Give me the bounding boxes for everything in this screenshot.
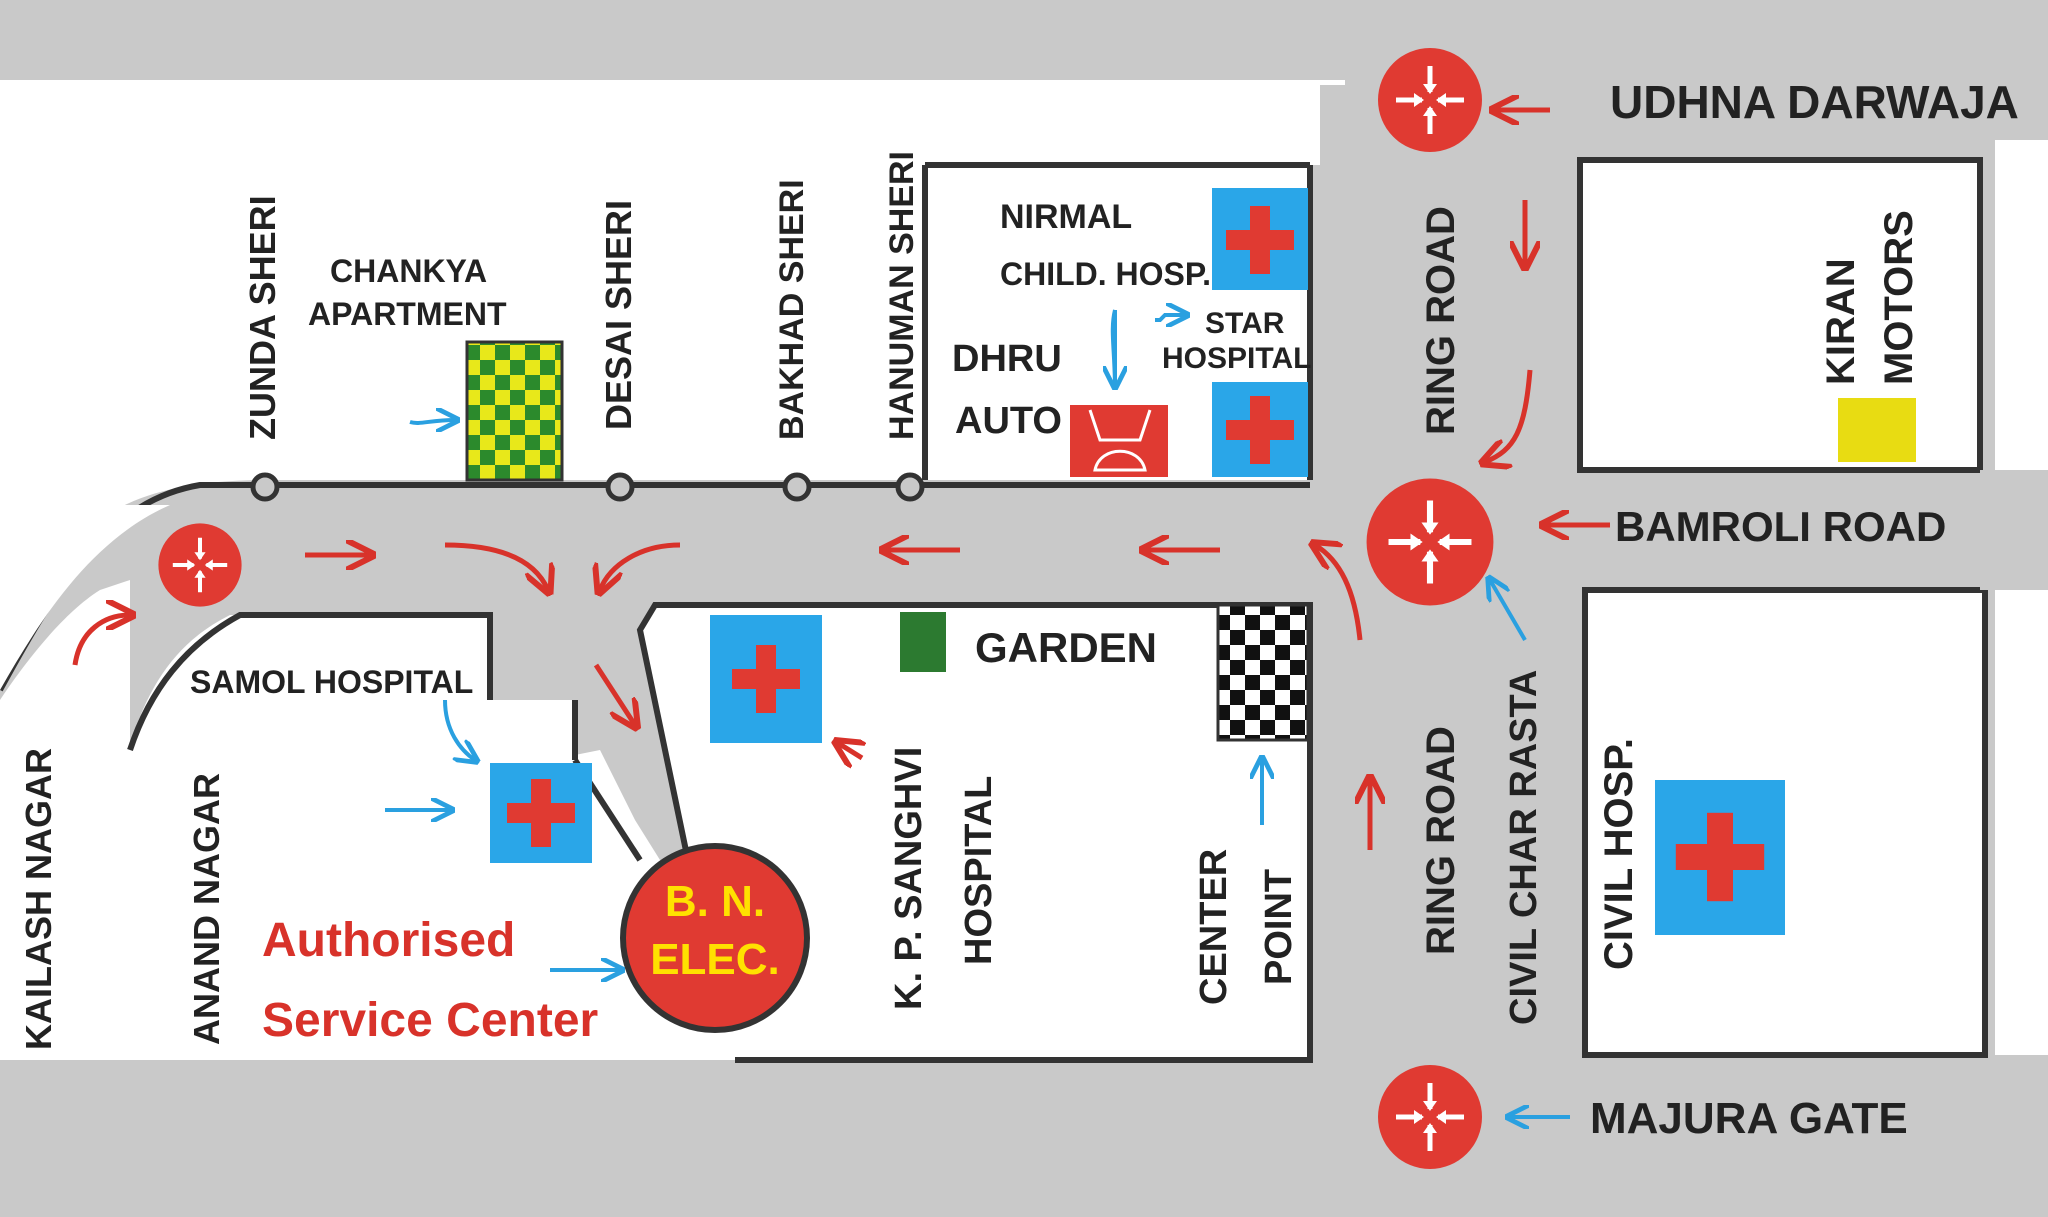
service-center-label: Service Center	[262, 994, 599, 1047]
civil-char-rasta-label: CIVIL CHAR RASTA	[1503, 669, 1545, 1025]
civil-hosp-label: CIVIL HOSP.	[1597, 738, 1641, 970]
block-south-west	[130, 615, 735, 1060]
garden-label: GARDEN	[975, 624, 1158, 671]
majura-gate-label: MAJURA GATE	[1590, 1094, 1908, 1143]
hanuman-sheri-dot	[895, 472, 925, 502]
route-arrows	[72, 110, 1610, 850]
chankya-apartment-icon	[465, 340, 564, 482]
center-point-icon	[1216, 603, 1310, 742]
motors-label: MOTORS	[1877, 210, 1921, 385]
bakhad-sheri-dot	[782, 472, 812, 502]
nirmal-label-line1: NIRMAL	[1000, 198, 1133, 236]
bakhad-sheri-label: BAKHAD SHERI	[773, 179, 811, 440]
majura-junction-icon	[1378, 1065, 1482, 1169]
bamroli-road-label: BAMROLI ROAD	[1615, 503, 1947, 550]
chankya-label-line2: APARTMENT	[308, 296, 507, 332]
center-point-label-line1: CENTER	[1193, 848, 1235, 1005]
nirmal-label-line2: CHILD. HOSP.	[1000, 256, 1211, 292]
star-hospital-label-line1: STAR	[1205, 307, 1285, 340]
bn-elec-line2: ELEC.	[650, 935, 780, 984]
kp-sanghvi-label-line1: K. P. SANGHVI	[888, 746, 930, 1010]
bn-elec-badge-icon	[620, 843, 810, 1033]
chankya-label-line1: CHANKYA	[330, 253, 488, 289]
west-junction-icon	[158, 523, 241, 606]
ring-road-top-label: RING ROAD	[1419, 206, 1463, 435]
road-bottom	[0, 1060, 1345, 1217]
desai-sheri-label: DESAI SHERI	[598, 199, 639, 430]
zunda-sheri-label: ZUNDA SHERI	[242, 195, 283, 440]
anand-nagar-label: ANAND NAGAR	[186, 773, 227, 1045]
hanuman-sheri-label: HANUMAN SHERI	[883, 151, 921, 440]
udhna-darwaja-label: UDHNA DARWAJA	[1610, 76, 2019, 128]
garden-icon	[900, 612, 946, 672]
ring-road-junction-icon	[1367, 479, 1494, 606]
star-hospital-label-line2: HOSPITAL	[1162, 342, 1312, 375]
dhru-auto-label-line2: AUTO	[955, 400, 1062, 442]
center-point-label-line2: POINT	[1258, 868, 1300, 985]
pointer-arrows	[385, 310, 1570, 1117]
udhna-junction-icon	[1378, 48, 1482, 152]
block-south-east	[1582, 587, 1988, 1058]
kiran-motors-icon	[1838, 398, 1916, 462]
ring-road-bottom-label: RING ROAD	[1419, 726, 1463, 955]
kp-sanghvi-label-line2: HOSPITAL	[958, 775, 1000, 965]
desai-sheri-dot	[605, 472, 635, 502]
kailash-nagar-label: KAILASH NAGAR	[18, 748, 59, 1050]
samol-hospital-label: SAMOL HOSPITAL	[190, 664, 474, 700]
zunda-sheri-dot	[250, 472, 280, 502]
road-top	[0, 40, 1345, 80]
authorised-label: Authorised	[262, 914, 516, 967]
kiran-label: KIRAN	[1819, 258, 1863, 385]
bn-elec-line1: B. N.	[664, 877, 766, 926]
dhru-auto-label-line1: DHRU	[952, 338, 1062, 380]
